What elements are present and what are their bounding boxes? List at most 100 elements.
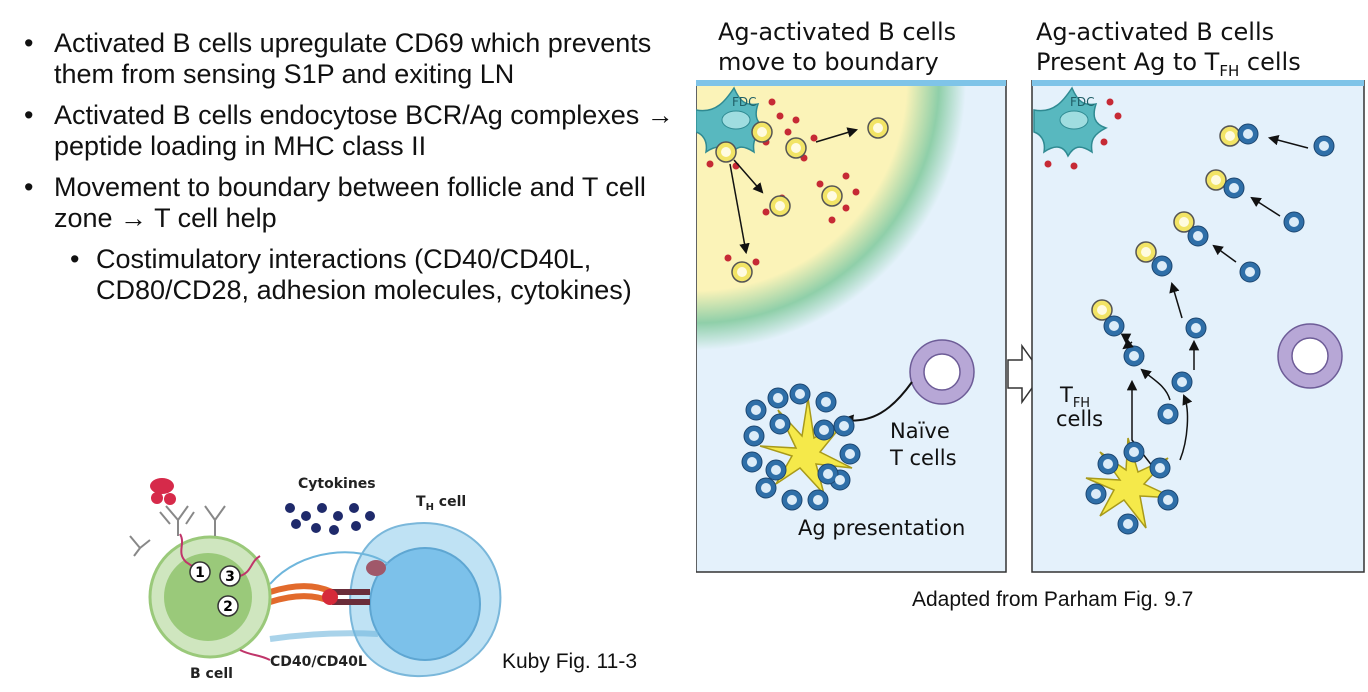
step-1-marker	[189, 561, 211, 583]
antigen-dot	[1070, 162, 1078, 170]
right-panel-title-line1: Ag-activated B cells	[1036, 18, 1275, 46]
receptor-blob	[366, 560, 386, 576]
t-fh-core	[1109, 321, 1119, 331]
t-fh-core	[1319, 141, 1329, 151]
migration-arrow	[1212, 244, 1237, 263]
t-cell-core	[1103, 459, 1113, 469]
migration-arrow	[1169, 281, 1183, 319]
right-panel: FDC	[1031, 80, 1365, 573]
dendritic-cell	[759, 397, 853, 495]
cytokine-dot	[301, 511, 311, 521]
antigen-dot	[724, 254, 732, 262]
antigen-dot	[1100, 138, 1108, 146]
antigen-dot	[852, 188, 860, 196]
sub-bullet-text: Costimulatory interactions (CD40/CD40L, …	[96, 244, 632, 305]
b-cell-core	[873, 123, 883, 133]
b-cell-core	[827, 191, 837, 201]
migration-arrow	[1267, 135, 1309, 149]
cytokine-dot	[365, 511, 375, 521]
t-cell-core	[1129, 447, 1139, 457]
antigen-dot	[762, 208, 770, 216]
t-cell-core	[839, 421, 849, 431]
cytokine-dot	[351, 521, 361, 531]
cell-core	[1097, 305, 1107, 315]
bullet-item: •Activated B cells endocytose BCR/Ag com…	[18, 100, 678, 162]
antigen-dot	[784, 128, 792, 136]
antigen-dot	[842, 204, 850, 212]
t-fh-cores	[1109, 129, 1329, 419]
bcr-receptor	[204, 505, 226, 536]
t-cell-core	[751, 405, 761, 415]
migration-arrow	[729, 163, 750, 255]
t-fh-core	[1191, 323, 1201, 333]
t-cell-core	[749, 431, 759, 441]
venule-lumen	[1291, 337, 1329, 375]
fdc-nucleus	[1059, 110, 1089, 130]
t-cell-core	[1123, 519, 1133, 529]
lymph-node-capsule	[696, 80, 1006, 86]
t-fh-core	[1229, 183, 1239, 193]
bullet-text: Movement to boundary between follicle an…	[54, 172, 646, 233]
bullet-dot: •	[24, 172, 34, 202]
cytokine-dot	[349, 503, 359, 513]
b-cell-core	[737, 267, 747, 277]
step-1-label: 1	[195, 565, 205, 581]
antigen	[151, 492, 163, 504]
b-cell-core	[775, 201, 785, 211]
t-fh-core	[1289, 217, 1299, 227]
kuby-diagram: 1 3 2 Cytokines TH cell B cell CD40/CD40…	[129, 476, 502, 682]
lymph-node-capsule	[1032, 80, 1364, 86]
migration-arrow	[1179, 394, 1193, 461]
signal-arrow	[179, 533, 193, 567]
fdc-label: FDC	[732, 95, 757, 109]
cytokine-dot	[285, 503, 295, 513]
bullet-text: Activated B cells upregulate CD69 which …	[54, 28, 652, 89]
naive-t-cells-line1: Naïve	[890, 419, 950, 443]
bullet-list: • Activated B cells upregulate CD69 which…	[18, 28, 678, 306]
step-3-label: 3	[225, 569, 235, 585]
right-panel-title-line2: Present Ag to TFH cells	[1036, 48, 1301, 80]
migration-arrow	[815, 127, 859, 143]
parham-caption: Adapted from Parham Fig. 9.7	[912, 588, 1194, 611]
step-2-marker	[217, 595, 239, 617]
bullet-text: Activated B cells endocytose BCR/Ag comp…	[54, 100, 674, 161]
cd28-molecule	[332, 589, 370, 605]
b-cell-cores	[721, 123, 883, 277]
t-fh-core	[1177, 377, 1187, 387]
cytokine-dot	[333, 511, 343, 521]
t-cell-core	[823, 469, 833, 479]
t-cell-core	[1155, 463, 1165, 473]
antigen-dot	[776, 112, 784, 120]
t-cell-core	[771, 465, 781, 475]
t-fh-core	[1243, 129, 1253, 139]
signal-arrow	[239, 649, 271, 661]
kuby-caption: Kuby Fig. 11-3	[502, 650, 638, 673]
cell-core	[1225, 131, 1235, 141]
cell-core	[1141, 247, 1151, 257]
antigen-dot	[810, 134, 818, 142]
t-fh-core	[1157, 261, 1167, 271]
t-cell-core	[1091, 489, 1101, 499]
t-cell-core	[787, 495, 797, 505]
venule-lumen	[923, 353, 961, 391]
t-cell-core	[775, 419, 785, 429]
cytokine-dot	[311, 523, 321, 533]
migration-arrow	[1140, 368, 1171, 401]
antigen-dot	[706, 160, 714, 168]
fdc-nucleus	[721, 110, 751, 130]
antigen-dot	[828, 216, 836, 224]
ag-presentation-label: Ag presentation	[798, 516, 965, 540]
cell-cores	[1097, 131, 1235, 315]
cell-core	[1179, 217, 1189, 227]
antigen-dot	[752, 258, 760, 266]
parham-diagram: FDC	[696, 80, 1365, 573]
migration-arrow	[1250, 196, 1281, 217]
adhesion-molecule	[269, 630, 379, 642]
adhesion-molecule	[269, 551, 389, 585]
antigen	[150, 478, 174, 494]
cytokine-dot	[317, 503, 327, 513]
t-fh-core	[1129, 351, 1139, 361]
bullet-dot: •	[24, 28, 34, 58]
t-helper-nucleus	[369, 547, 481, 661]
ligand-knob	[322, 589, 338, 605]
